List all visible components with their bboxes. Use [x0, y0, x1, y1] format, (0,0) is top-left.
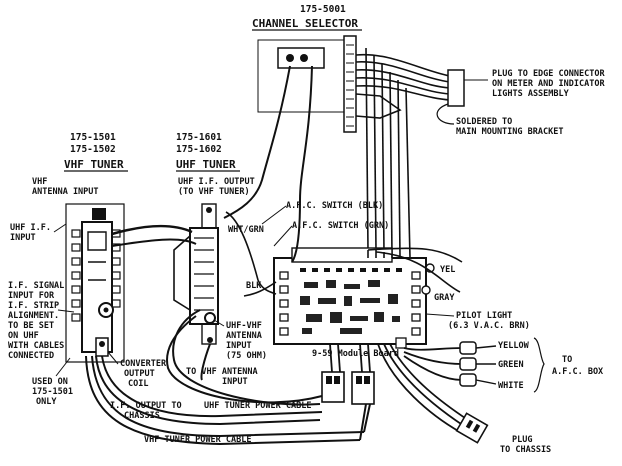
svg-text:USED ON: USED ON [32, 377, 68, 387]
afc-box-label: A.F.C. BOX [552, 367, 603, 377]
chassis-plug [455, 412, 489, 444]
uhf-tuner: 175-1601 175-1602 UHF TUNER [176, 132, 240, 345]
svg-text:CONNECTED: CONNECTED [8, 351, 54, 361]
svg-text:(TO VHF TUNER): (TO VHF TUNER) [178, 187, 250, 197]
svg-text:UHF-VHF: UHF-VHF [226, 321, 262, 331]
svg-text:ANTENNA: ANTENNA [226, 331, 262, 341]
svg-text:I.F. SIGNAL: I.F. SIGNAL [8, 281, 64, 291]
to-vhf-antenna-label: TO VHF ANTENNA INPUT [186, 367, 258, 387]
svg-text:OUTPUT: OUTPUT [124, 369, 155, 379]
uhf-antenna-input-label: UHF-VHF ANTENNA INPUT (75 OHM) [226, 321, 267, 361]
afc-brace [533, 337, 545, 393]
pilot-light-label-2: (6.3 V.A.C. BRN) [448, 321, 530, 331]
channel-selector-title: CHANNEL SELECTOR [252, 17, 358, 30]
used-on-note: USED ON 175-1501 ONLY [32, 377, 73, 407]
plug-edge-label-2: ON METER AND INDICATOR [492, 79, 605, 89]
plug-chassis-label-1: PLUG [512, 435, 532, 445]
svg-text:COIL: COIL [128, 379, 148, 389]
svg-text:I.F. STRIP: I.F. STRIP [8, 301, 59, 311]
plug-edge-label-1: PLUG TO EDGE CONNECTOR [492, 69, 605, 79]
svg-text:INPUT: INPUT [226, 341, 252, 351]
soldered-label-2: MAIN MOUNTING BRACKET [456, 127, 563, 137]
if-signal-note: I.F. SIGNAL INPUT FOR I.F. STRIP ALIGNME… [8, 281, 64, 361]
svg-text:WITH CABLES: WITH CABLES [8, 341, 64, 351]
vhf-power-connector [351, 371, 375, 405]
svg-text:INPUT FOR: INPUT FOR [8, 291, 55, 301]
svg-text:TO BE SET: TO BE SET [8, 321, 54, 331]
uhf-if-input-label-1: UHF I.F. [10, 223, 51, 233]
afc-wire-white: WHITE [498, 381, 524, 391]
afc-wire-green: GREEN [498, 360, 524, 370]
svg-text:ALIGNMENT.: ALIGNMENT. [8, 311, 59, 321]
svg-text:175-1501: 175-1501 [32, 387, 73, 397]
vhf-part-number-2: 175-1502 [70, 144, 116, 155]
converter-coil-label: CONVERTER OUTPUT COIL [120, 359, 167, 389]
afc-to-label: TO [562, 355, 572, 365]
plug-chassis-label-2: TO CHASSIS [500, 445, 551, 455]
edge-connector-plug [447, 69, 465, 107]
vhf-antenna-input-label-2: ANTENNA INPUT [32, 187, 99, 197]
svg-text:ON UHF: ON UHF [8, 331, 39, 341]
svg-text:(75 OHM): (75 OHM) [226, 351, 267, 361]
afc-switch-blk-label: A.F.C. SWITCH (BLK) [286, 201, 383, 211]
soldered-label-1: SOLDERED TO [456, 117, 512, 127]
pilot-light-label-1: PILOT LIGHT [456, 311, 512, 321]
uhf-tuner-title: UHF TUNER [176, 158, 236, 171]
svg-text:UHF I.F. OUTPUT: UHF I.F. OUTPUT [178, 177, 255, 187]
afc-wire-yellow: YELLOW [498, 341, 530, 351]
uhf-power-connector [321, 371, 345, 403]
module-board: 9-59 Module Board [273, 247, 427, 359]
svg-text:INPUT: INPUT [222, 377, 248, 387]
channel-selector-part-number: 175-5001 [300, 4, 346, 15]
afc-switch-grn-label: A.F.C. SWITCH (GRN) [292, 221, 389, 231]
channel-selector: 175-5001 CHANNEL SELECTOR [252, 4, 362, 133]
uhf-if-output-label: UHF I.F. OUTPUT (TO VHF TUNER) [178, 177, 255, 197]
vhf-tuner-title: VHF TUNER [64, 158, 124, 171]
afc-connectors [459, 341, 497, 387]
yel-label: YEL [440, 265, 455, 275]
vhf-if-output-label: I.F. OUTPUT TO CHASSIS [110, 401, 182, 421]
uhf-if-input-label-2: INPUT [10, 233, 36, 243]
svg-text:TO VHF ANTENNA: TO VHF ANTENNA [186, 367, 258, 377]
vhf-part-number-1: 175-1501 [70, 132, 116, 143]
selector-harness [355, 47, 451, 259]
uhf-power-cable-label: UHF TUNER POWER CABLE [204, 401, 311, 411]
uhf-part-number-1: 175-1601 [176, 132, 222, 143]
vhf-tuner: 175-1501 175-1502 VHF TUNER VHF ANTENNA … [32, 132, 128, 363]
svg-text:ONLY: ONLY [36, 397, 57, 407]
plug-edge-label-3: LIGHTS ASSEMBLY [492, 89, 570, 99]
wht-grn-label: WHT/GRN [228, 225, 264, 235]
uhf-part-number-2: 175-1602 [176, 144, 222, 155]
blk-label: BLK [246, 281, 262, 291]
svg-text:CONVERTER: CONVERTER [120, 359, 167, 369]
gray-label: GRAY [434, 293, 455, 303]
module-board-label: 9-59 Module Board [312, 349, 399, 359]
svg-text:CHASSIS: CHASSIS [124, 411, 160, 421]
vhf-antenna-input-label-1: VHF [32, 177, 47, 187]
vhf-power-cable-label: VHF TUNER POWER CABLE [144, 435, 251, 445]
interconnect-wires [85, 65, 469, 446]
